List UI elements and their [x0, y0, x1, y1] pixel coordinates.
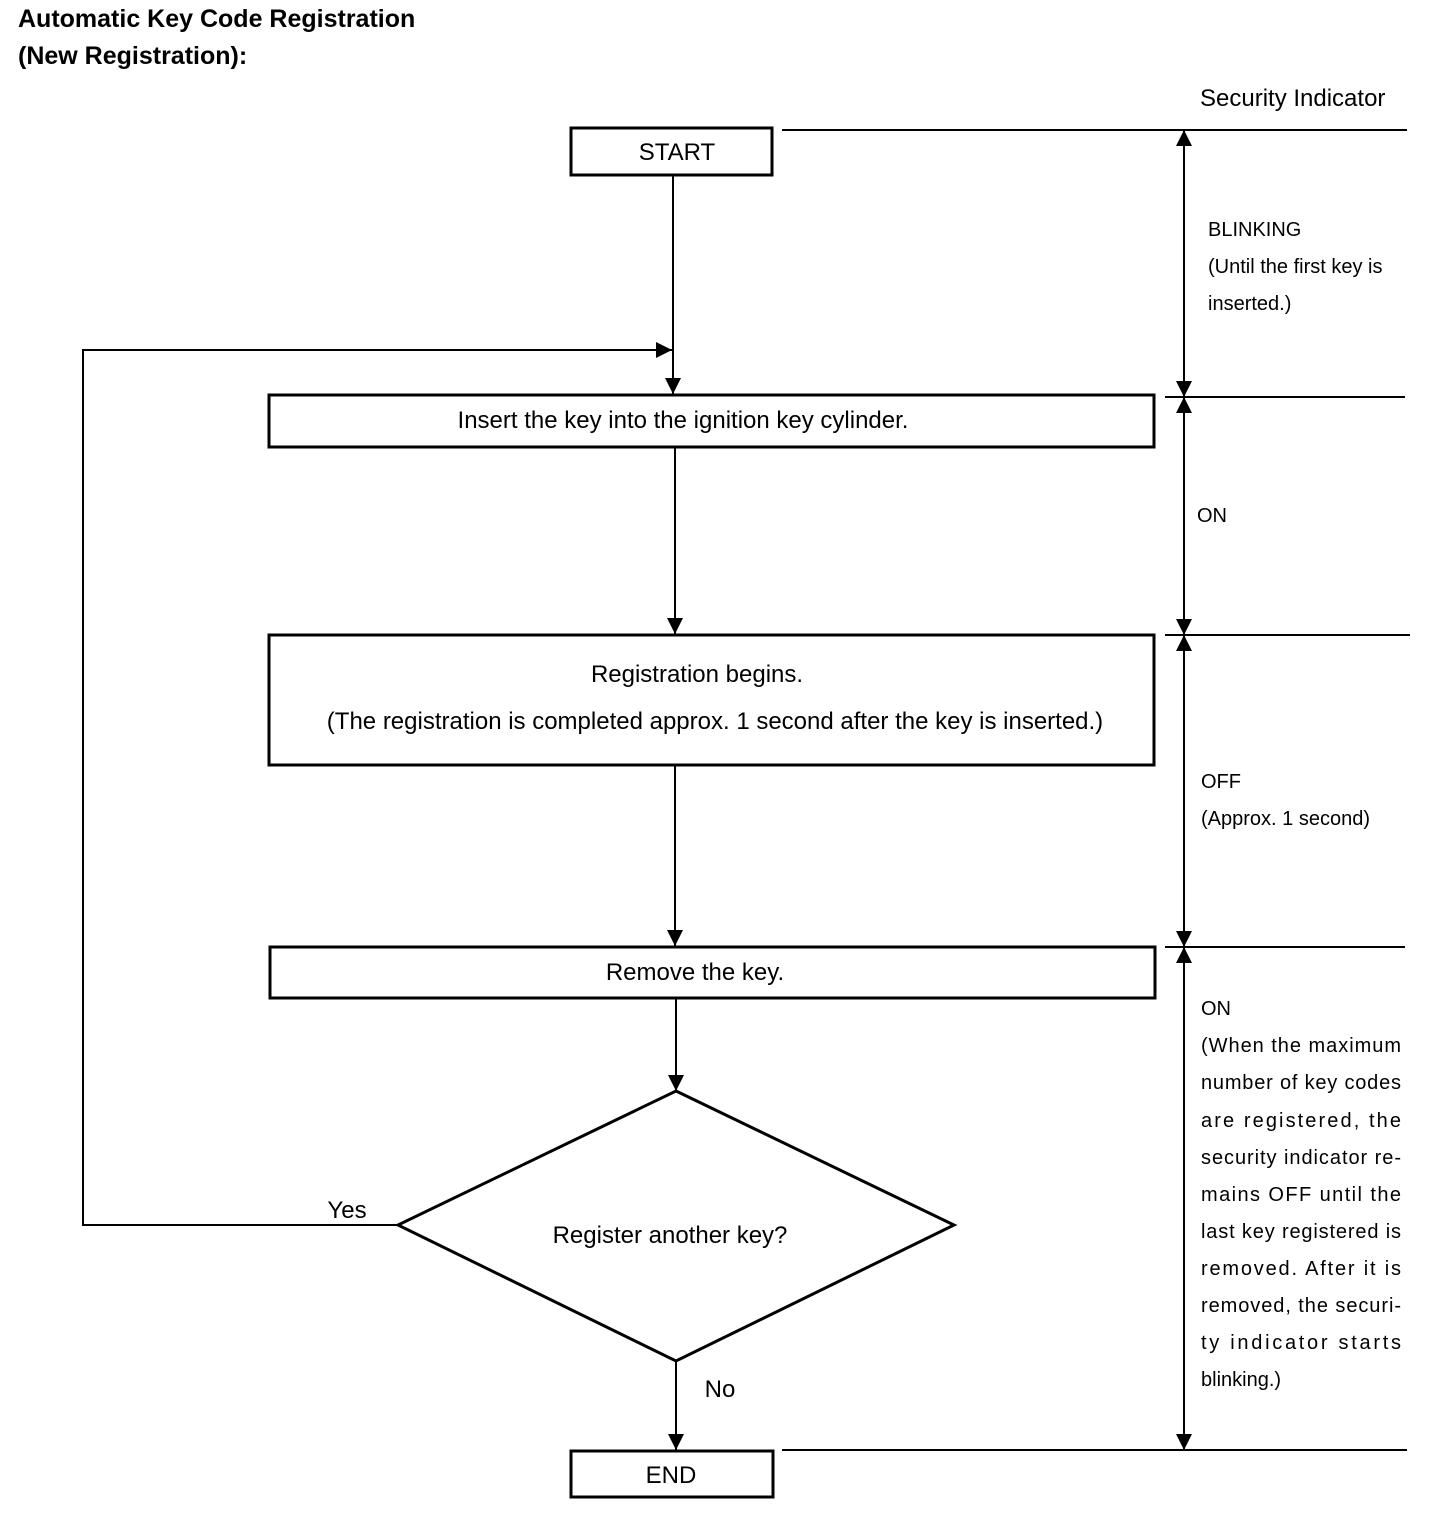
- insert-key-box: Insert the key into the ignition key cyl…: [267, 393, 1156, 449]
- end-label: END: [646, 1462, 697, 1489]
- registration-box: Registration begins. (The registration i…: [267, 633, 1156, 767]
- security-indicator-header: Security Indicator: [1200, 85, 1385, 112]
- indicator-on-label: ON: [1197, 505, 1227, 527]
- state-label: BLINKING: [1208, 219, 1301, 241]
- note-line: (When the maximum: [1201, 1035, 1401, 1057]
- indicator-on-final: ON (When the maximum number of key codes…: [1201, 998, 1401, 1391]
- remove-key-label: Remove the key.: [606, 959, 784, 986]
- title-line-1: Automatic Key Code Registration: [18, 5, 415, 33]
- no-label: No: [705, 1376, 736, 1403]
- note-line: security indicator re-: [1201, 1147, 1401, 1169]
- state-label: OFF: [1201, 771, 1241, 793]
- indicator-off: OFF (Approx. 1 second): [1201, 771, 1370, 830]
- insert-key-label: Insert the key into the ignition key cyl…: [458, 407, 909, 434]
- yes-label: Yes: [327, 1197, 366, 1224]
- note-line: (Until the first key is: [1208, 256, 1382, 278]
- state-label: ON: [1201, 998, 1231, 1020]
- note-line: blinking.): [1201, 1369, 1281, 1391]
- arrow-yes-loop: [82, 342, 672, 1226]
- title-line-2: (New Registration):: [18, 42, 247, 70]
- start-label: START: [639, 139, 716, 166]
- flow-connectors: [82, 175, 684, 1450]
- end-box: END: [569, 1449, 775, 1499]
- note-line: last key registered is: [1201, 1221, 1401, 1243]
- indicator-blinking: BLINKING (Until the first key is inserte…: [1208, 219, 1382, 315]
- note-line: mains OFF until the: [1201, 1184, 1401, 1206]
- note-line: removed, the securi-: [1201, 1295, 1401, 1317]
- decision-label: Register another key?: [553, 1222, 788, 1249]
- note-line: number of key codes: [1201, 1072, 1401, 1094]
- registration-note: (The registration is completed approx. 1…: [327, 708, 1103, 735]
- remove-key-box: Remove the key.: [268, 945, 1157, 1000]
- note-line: ty indicator starts: [1201, 1332, 1401, 1354]
- start-box: START: [569, 126, 774, 177]
- note-line: (Approx. 1 second): [1201, 808, 1370, 830]
- note-line: inserted.): [1208, 293, 1291, 315]
- note-line: are registered, the: [1201, 1110, 1401, 1132]
- indicator-guides: [782, 129, 1410, 1451]
- decision-diamond: Register another key?: [394, 1089, 958, 1363]
- registration-label: Registration begins.: [591, 661, 803, 688]
- note-line: removed. After it is: [1201, 1258, 1401, 1280]
